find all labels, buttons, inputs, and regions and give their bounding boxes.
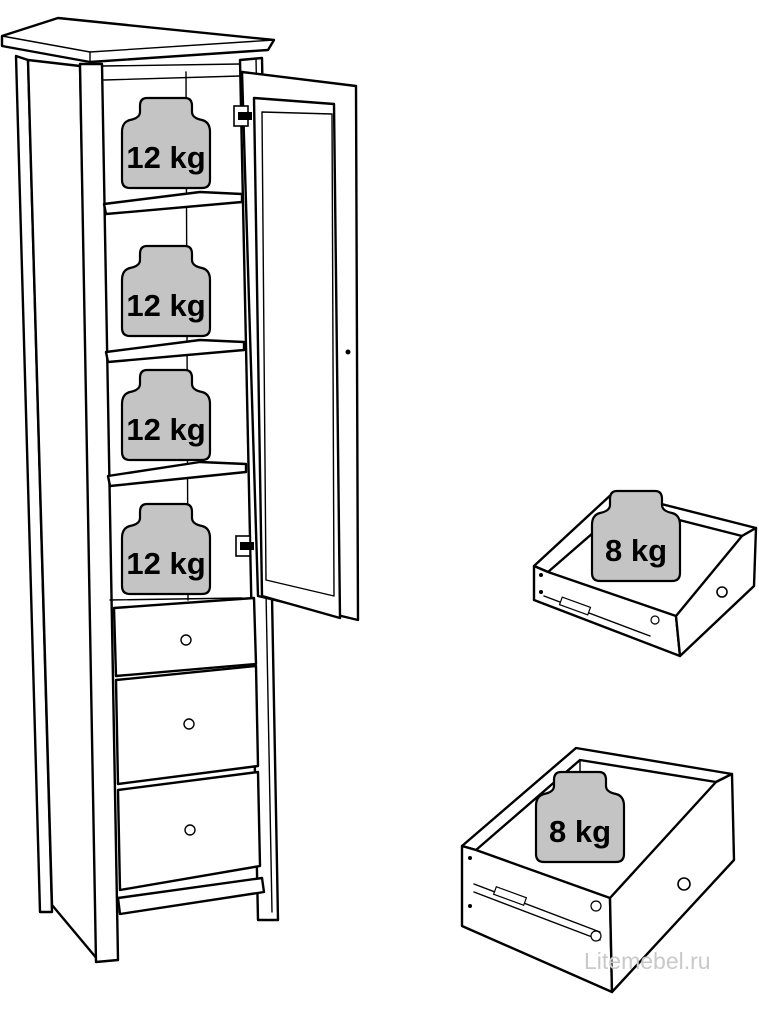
shelf-3-weight-label: 12 kg [126, 412, 205, 447]
knob-icon [183, 718, 195, 730]
shelf-2-weight: 12 kg [120, 244, 212, 338]
knob-icon [184, 824, 196, 836]
knob-icon [180, 634, 192, 646]
tall-cabinet [0, 16, 360, 964]
hinge-icon [233, 105, 252, 127]
shelf-1-weight-label: 12 kg [126, 140, 205, 175]
small-drawer-weight: 8 kg [590, 489, 682, 583]
shelf-4-weight-label: 12 kg [126, 546, 205, 581]
large-drawer [460, 746, 736, 994]
watermark: Litemebel.ru [584, 948, 711, 974]
cabinet-shelves [102, 190, 248, 488]
cabinet-top [0, 16, 276, 64]
knob-icon [716, 586, 728, 598]
door-knob-icon [345, 349, 351, 355]
shelf-2-weight-label: 12 kg [126, 288, 205, 323]
hinge-icon [235, 535, 254, 557]
knob-icon [677, 877, 691, 891]
shelf-4-weight: 12 kg [120, 502, 212, 596]
cabinet-open-door[interactable] [240, 70, 360, 622]
cabinet-drawer-1[interactable] [112, 596, 258, 678]
cabinet-bottom-rail [116, 876, 266, 916]
cabinet-drawer-2[interactable] [114, 664, 260, 786]
large-drawer-weight: 8 kg [534, 770, 626, 864]
cabinet-drawer-3[interactable] [116, 770, 262, 892]
shelf-3-weight: 12 kg [120, 368, 212, 462]
shelf-1-weight: 12 kg [120, 96, 212, 190]
large-drawer-weight-label: 8 kg [549, 814, 611, 849]
small-drawer-weight-label: 8 kg [605, 533, 667, 568]
cabinet-left-side [14, 54, 100, 962]
cabinet-front-left-post [78, 62, 120, 964]
